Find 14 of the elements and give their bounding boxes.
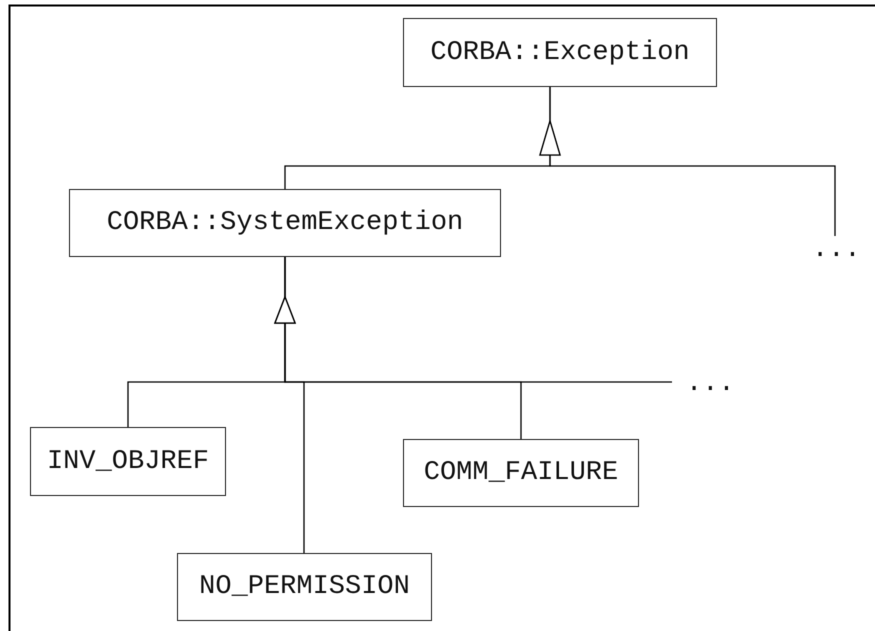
class-box bbox=[69, 189, 501, 257]
class-name: NO_PERMISSION bbox=[199, 572, 410, 602]
class-name: INV_OBJREF bbox=[46, 446, 210, 476]
class-name: CORBA::Exception bbox=[430, 38, 690, 68]
class-name: COMM_FAILURE bbox=[424, 458, 618, 488]
inheritance-arrow bbox=[539, 87, 836, 236]
class-box bbox=[177, 553, 432, 621]
class-name: CORBA::SystemException bbox=[106, 208, 464, 238]
class-box bbox=[403, 18, 717, 87]
ellipsis-text: ... bbox=[672, 370, 734, 397]
class-box bbox=[403, 439, 639, 507]
ellipsis-text: ... bbox=[812, 236, 862, 263]
class-box bbox=[30, 427, 226, 496]
inheritance-arrow bbox=[274, 257, 672, 383]
